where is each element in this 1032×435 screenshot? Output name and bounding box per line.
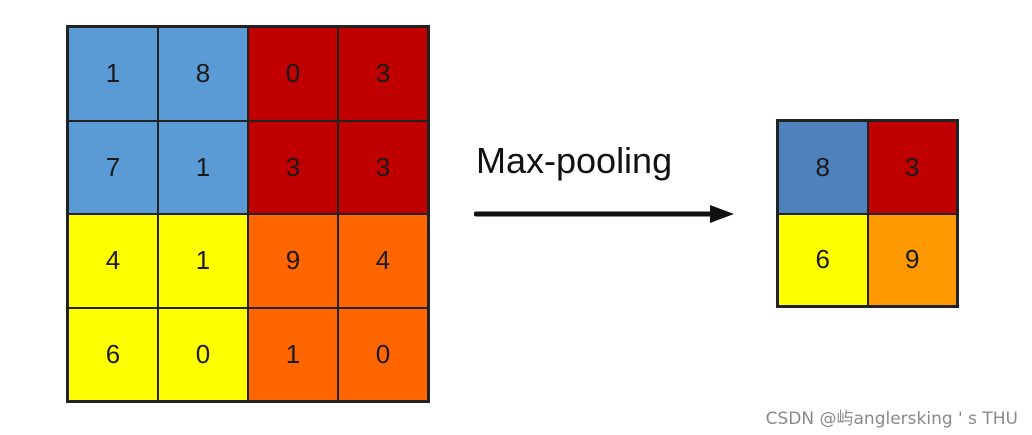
input-cell-r1-c2: 3	[248, 120, 338, 214]
input-cell-r3-c0: 6	[68, 307, 158, 401]
input-cell-r2-c3: 4	[338, 214, 428, 308]
input-cell-r0-c0: 1	[68, 27, 158, 121]
input-cell-r3-c3: 0	[338, 307, 428, 401]
input-cell-r3-c2: 1	[248, 307, 338, 401]
input-cell-r1-c1: 1	[158, 120, 248, 214]
input-cell-r2-c2: 9	[248, 214, 338, 308]
input-cell-r2-c0: 4	[68, 214, 158, 308]
right-arrow-icon	[474, 205, 734, 223]
output-cell-r1-c0: 6	[778, 213, 868, 306]
watermark: CSDN @屿anglersking ' s THU	[765, 409, 1018, 429]
operation-label: Max-pooling	[476, 140, 673, 181]
input-cell-r1-c3: 3	[338, 120, 428, 214]
output-cell-r0-c0: 8	[778, 121, 868, 214]
input-cell-r1-c0: 7	[68, 120, 158, 214]
input-cell-r2-c1: 1	[158, 214, 248, 308]
input-cell-r3-c1: 0	[158, 307, 248, 401]
output-cell-r0-c1: 3	[867, 121, 957, 214]
output-cell-r1-c1: 9	[867, 213, 957, 306]
input-cell-r0-c1: 8	[158, 27, 248, 121]
input-cell-r0-c3: 3	[338, 27, 428, 121]
input-cell-r0-c2: 0	[248, 27, 338, 121]
